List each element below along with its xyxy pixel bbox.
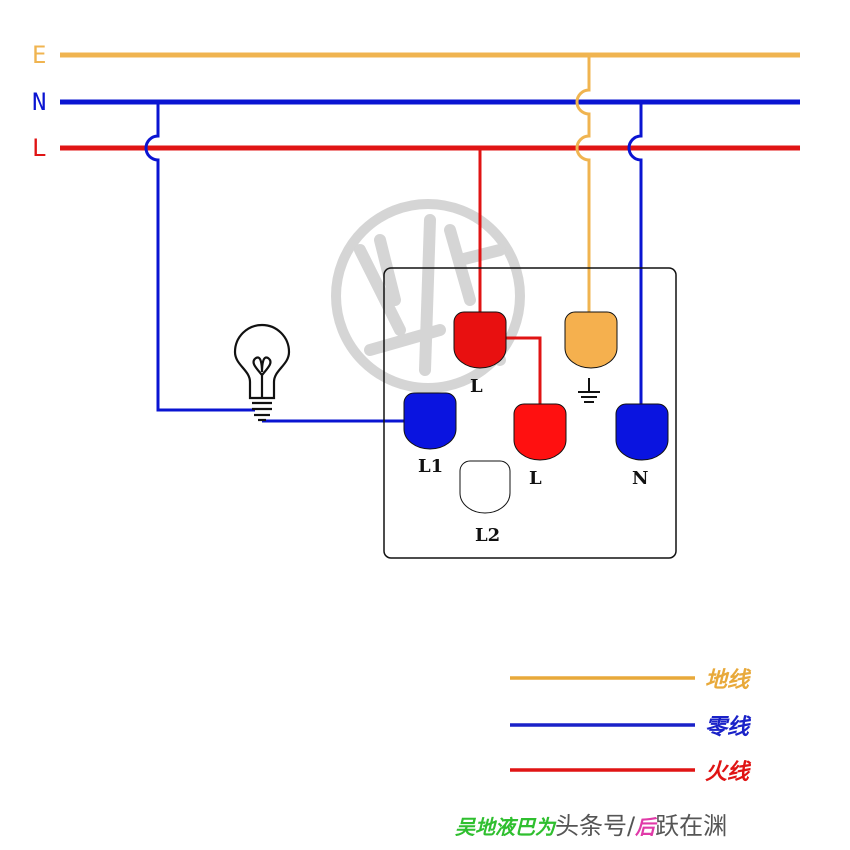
terminal-live[interactable] [513, 403, 567, 461]
wire-neutral-to-lamp [144, 102, 255, 412]
terminal-top-live[interactable] [453, 311, 507, 369]
legend-live-label: 火线 [705, 759, 752, 785]
light-bulb-icon [233, 323, 291, 422]
terminal-l2[interactable] [459, 460, 511, 514]
legend-earth-label: 地线 [705, 667, 752, 693]
label-l2: L2 [475, 525, 500, 546]
footer-source: 头条号 [555, 812, 627, 840]
terminal-earth[interactable] [564, 311, 618, 369]
bus-n-label: N [32, 88, 46, 116]
earth-symbol-icon [578, 378, 600, 403]
footer-author: 跃在渊 [655, 812, 728, 840]
footer-separator: / [627, 812, 636, 840]
terminal-l1[interactable] [403, 392, 457, 450]
footer-prefix: 吴地液巴为 [455, 815, 555, 839]
label-top-live: L [470, 376, 483, 397]
bus-e-label: E [32, 41, 46, 69]
wire-earth-drop [575, 55, 591, 318]
socket-box [383, 267, 677, 559]
label-live: L [529, 468, 542, 489]
footer-highlight: 后 [635, 815, 656, 839]
footer-credit: 吴地液巴为头条号/后跃在渊 [455, 806, 727, 841]
legend-neutral-label: 零线 [705, 714, 752, 740]
terminal-neutral[interactable] [615, 403, 669, 461]
wire-live-jumper [500, 336, 542, 410]
wire-neutral-drop [627, 102, 643, 410]
label-l1: L1 [418, 456, 443, 477]
bus-l-label: L [32, 134, 46, 162]
label-neutral: N [632, 468, 648, 489]
